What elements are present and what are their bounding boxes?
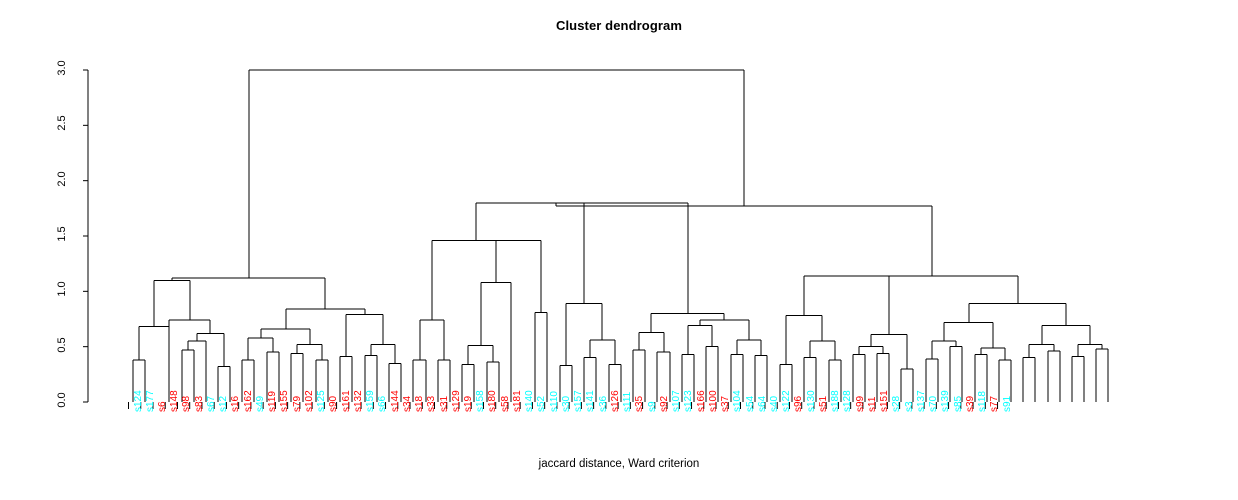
y-tick-label: 2.5	[56, 115, 68, 131]
leaf-label: s40	[768, 395, 780, 412]
leaf-label: s36	[597, 395, 609, 412]
leaf-label: s3	[903, 401, 915, 412]
leaf-label: s126	[609, 390, 621, 412]
leaf-label: s96	[793, 395, 805, 412]
leaf-label: s111	[622, 391, 634, 412]
leaf-label: s9	[646, 401, 658, 412]
leaf-label: s31	[438, 395, 450, 412]
leaf-label: s98	[181, 395, 193, 412]
leaf-label: s12	[218, 395, 230, 412]
leaf-label: s128	[842, 390, 854, 412]
leaf-label: s91	[1001, 395, 1013, 412]
leaf-label: s30	[560, 395, 572, 412]
leaf-label: s92	[658, 395, 670, 412]
leaf-label: s52	[536, 395, 548, 412]
leaf-label: s118	[977, 391, 989, 412]
y-tick-label: 0.5	[56, 337, 68, 353]
y-tick-label: 3.0	[56, 60, 68, 76]
leaf-label: s34	[401, 395, 413, 412]
y-tick-label: 1.0	[56, 281, 68, 297]
y-tick-label: 2.0	[56, 171, 68, 187]
leaf-label: s19	[462, 395, 474, 412]
leaf-label: s100	[707, 390, 719, 412]
leaf-label: s177	[144, 390, 156, 412]
leaf-label: s157	[573, 390, 585, 412]
leaf-label: s159	[365, 390, 377, 412]
leaf-label: s66	[377, 395, 389, 412]
leaf-label: s124	[132, 390, 144, 412]
leaf-label: s79	[291, 395, 303, 412]
leaf-label: s51	[817, 395, 829, 412]
leaf-label: s161	[340, 390, 352, 412]
y-tick-label: 1.5	[56, 226, 68, 242]
leaf-label: s144	[389, 390, 401, 412]
dendrogram-tree	[132, 69, 1109, 402]
leaf-label: s129	[450, 390, 462, 412]
leaf-label: s162	[242, 390, 254, 412]
leaf-label: s37	[720, 395, 732, 412]
leaf-label: s107	[671, 390, 683, 412]
leaf-label: s132	[352, 390, 364, 412]
leaf-label: s119	[267, 391, 279, 412]
leaf-label: s16	[230, 395, 242, 412]
leaf-label: s99	[854, 395, 866, 412]
leaf-label: s11	[866, 396, 878, 412]
leaf-label: s39	[964, 395, 976, 412]
leaf-label: s181	[511, 390, 523, 412]
leaf-label: s49	[254, 395, 266, 412]
leaf-label: s64	[756, 395, 768, 412]
leaf-label: s18	[414, 395, 426, 412]
leaf-label: s155	[279, 390, 291, 412]
y-tick-label: 0.0	[56, 392, 68, 408]
leaf-label: s125	[316, 390, 328, 412]
leaf-label: s137	[915, 390, 927, 412]
leaf-label: s110	[548, 391, 560, 412]
leaf-label: s77	[989, 395, 1001, 412]
leaf-label: s140	[524, 390, 536, 412]
leaf-label: s83	[193, 395, 205, 412]
leaf-label: s90	[328, 395, 340, 412]
leaf-ticks	[128, 402, 999, 409]
x-axis-label: jaccard distance, Ward criterion	[538, 458, 700, 470]
leaf-label: s180	[487, 390, 499, 412]
leaf-label: s141	[585, 390, 597, 412]
leaf-label: s104	[732, 390, 744, 412]
leaf-label: s166	[695, 390, 707, 412]
leaf-label: s58	[499, 395, 511, 412]
leaf-label: s85	[952, 395, 964, 412]
leaf-label: s54	[744, 395, 756, 412]
leaf-label: s67	[205, 395, 217, 412]
leaf-label: s139	[940, 390, 952, 412]
leaf-label: s33	[426, 395, 438, 412]
leaf-label: s122	[781, 390, 793, 412]
leaf-label: s70	[928, 395, 940, 412]
leaf-label: s130	[805, 390, 817, 412]
leaf-label: s35	[634, 395, 646, 412]
leaf-label: s6	[156, 401, 168, 412]
leaf-label: s151	[879, 390, 891, 412]
leaf-label: s158	[475, 390, 487, 412]
leaf-label: s148	[169, 390, 181, 412]
y-axis	[83, 69, 89, 403]
leaf-label: s28	[891, 395, 903, 412]
leaf-label: s102	[303, 390, 315, 412]
leaf-label: s123	[683, 390, 695, 412]
leaf-label: s188	[830, 390, 842, 412]
page-title: Cluster dendrogram	[555, 18, 683, 33]
